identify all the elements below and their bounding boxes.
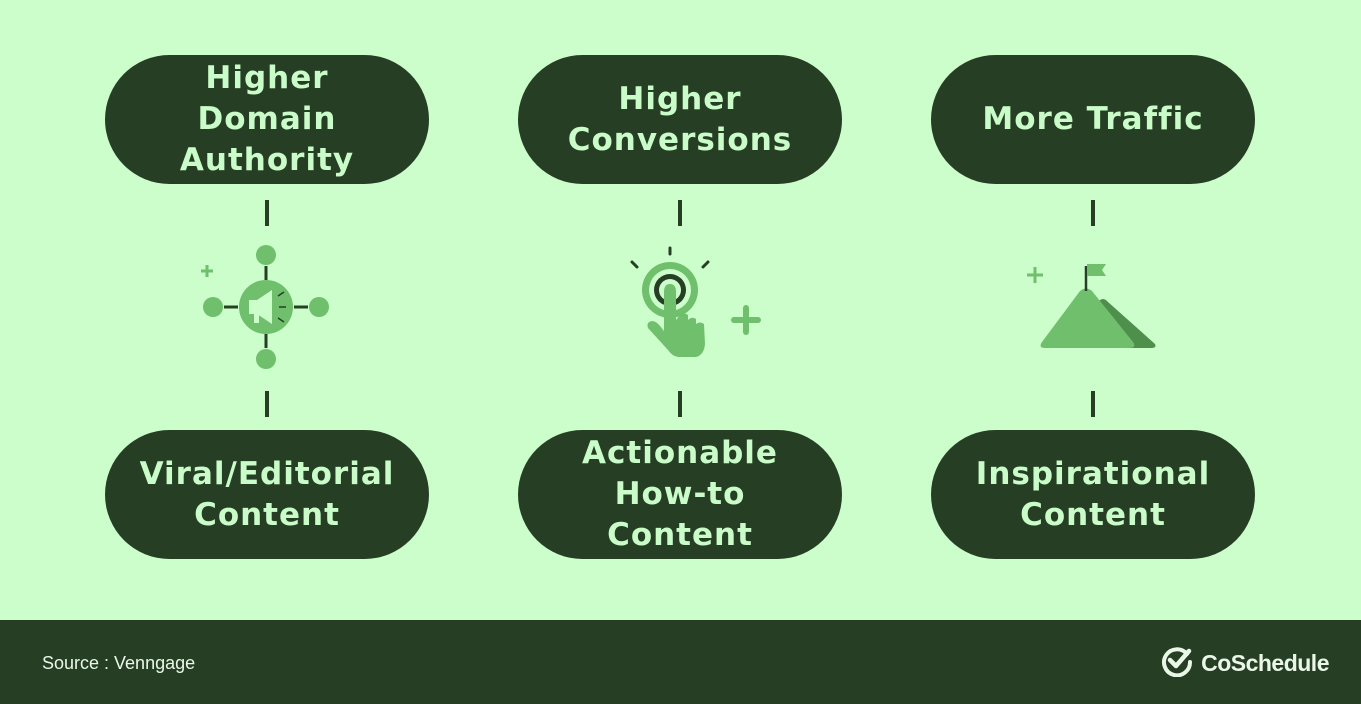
pill-higher-domain-authority: Higher Domain Authority (105, 55, 429, 184)
column-domain-authority: Higher Domain Authority (105, 0, 429, 620)
connector-dash (265, 200, 269, 226)
pill-more-traffic: More Traffic (931, 55, 1255, 184)
pill-label: Viral/Editorial Content (139, 455, 395, 533)
connector-dash (678, 200, 682, 226)
column-traffic: More Traffic Inspirational Content (931, 0, 1255, 620)
pill-label: Higher Conversions (567, 80, 793, 158)
pill-viral-editorial-content: Viral/Editorial Content (105, 430, 429, 559)
checkmark-circle-icon (1161, 645, 1193, 681)
footer-bar (0, 620, 1361, 704)
pill-label: More Traffic (982, 101, 1204, 137)
source-credit: Source : Venngage (42, 653, 196, 673)
connector-dash (678, 391, 682, 417)
click-hand-icon (626, 240, 766, 369)
brand-name: CoSchedule (1201, 649, 1329, 676)
coschedule-logo: CoSchedule (1161, 646, 1329, 680)
column-conversions: Higher Conversions Actionable How-to Con… (518, 0, 842, 620)
pill-label: Actionable How-to Content (582, 435, 778, 553)
pill-higher-conversions: Higher Conversions (518, 55, 842, 184)
mountain-flag-icon (1025, 258, 1161, 356)
pill-inspirational-content: Inspirational Content (931, 430, 1255, 559)
connector-dash (1091, 391, 1095, 417)
megaphone-network-icon (200, 240, 334, 378)
connector-dash (265, 391, 269, 417)
pill-label: Inspirational Content (975, 455, 1211, 533)
pill-actionable-how-to-content: Actionable How-to Content (518, 430, 842, 559)
pill-label: Higher Domain Authority (179, 60, 355, 178)
connector-dash (1091, 200, 1095, 226)
